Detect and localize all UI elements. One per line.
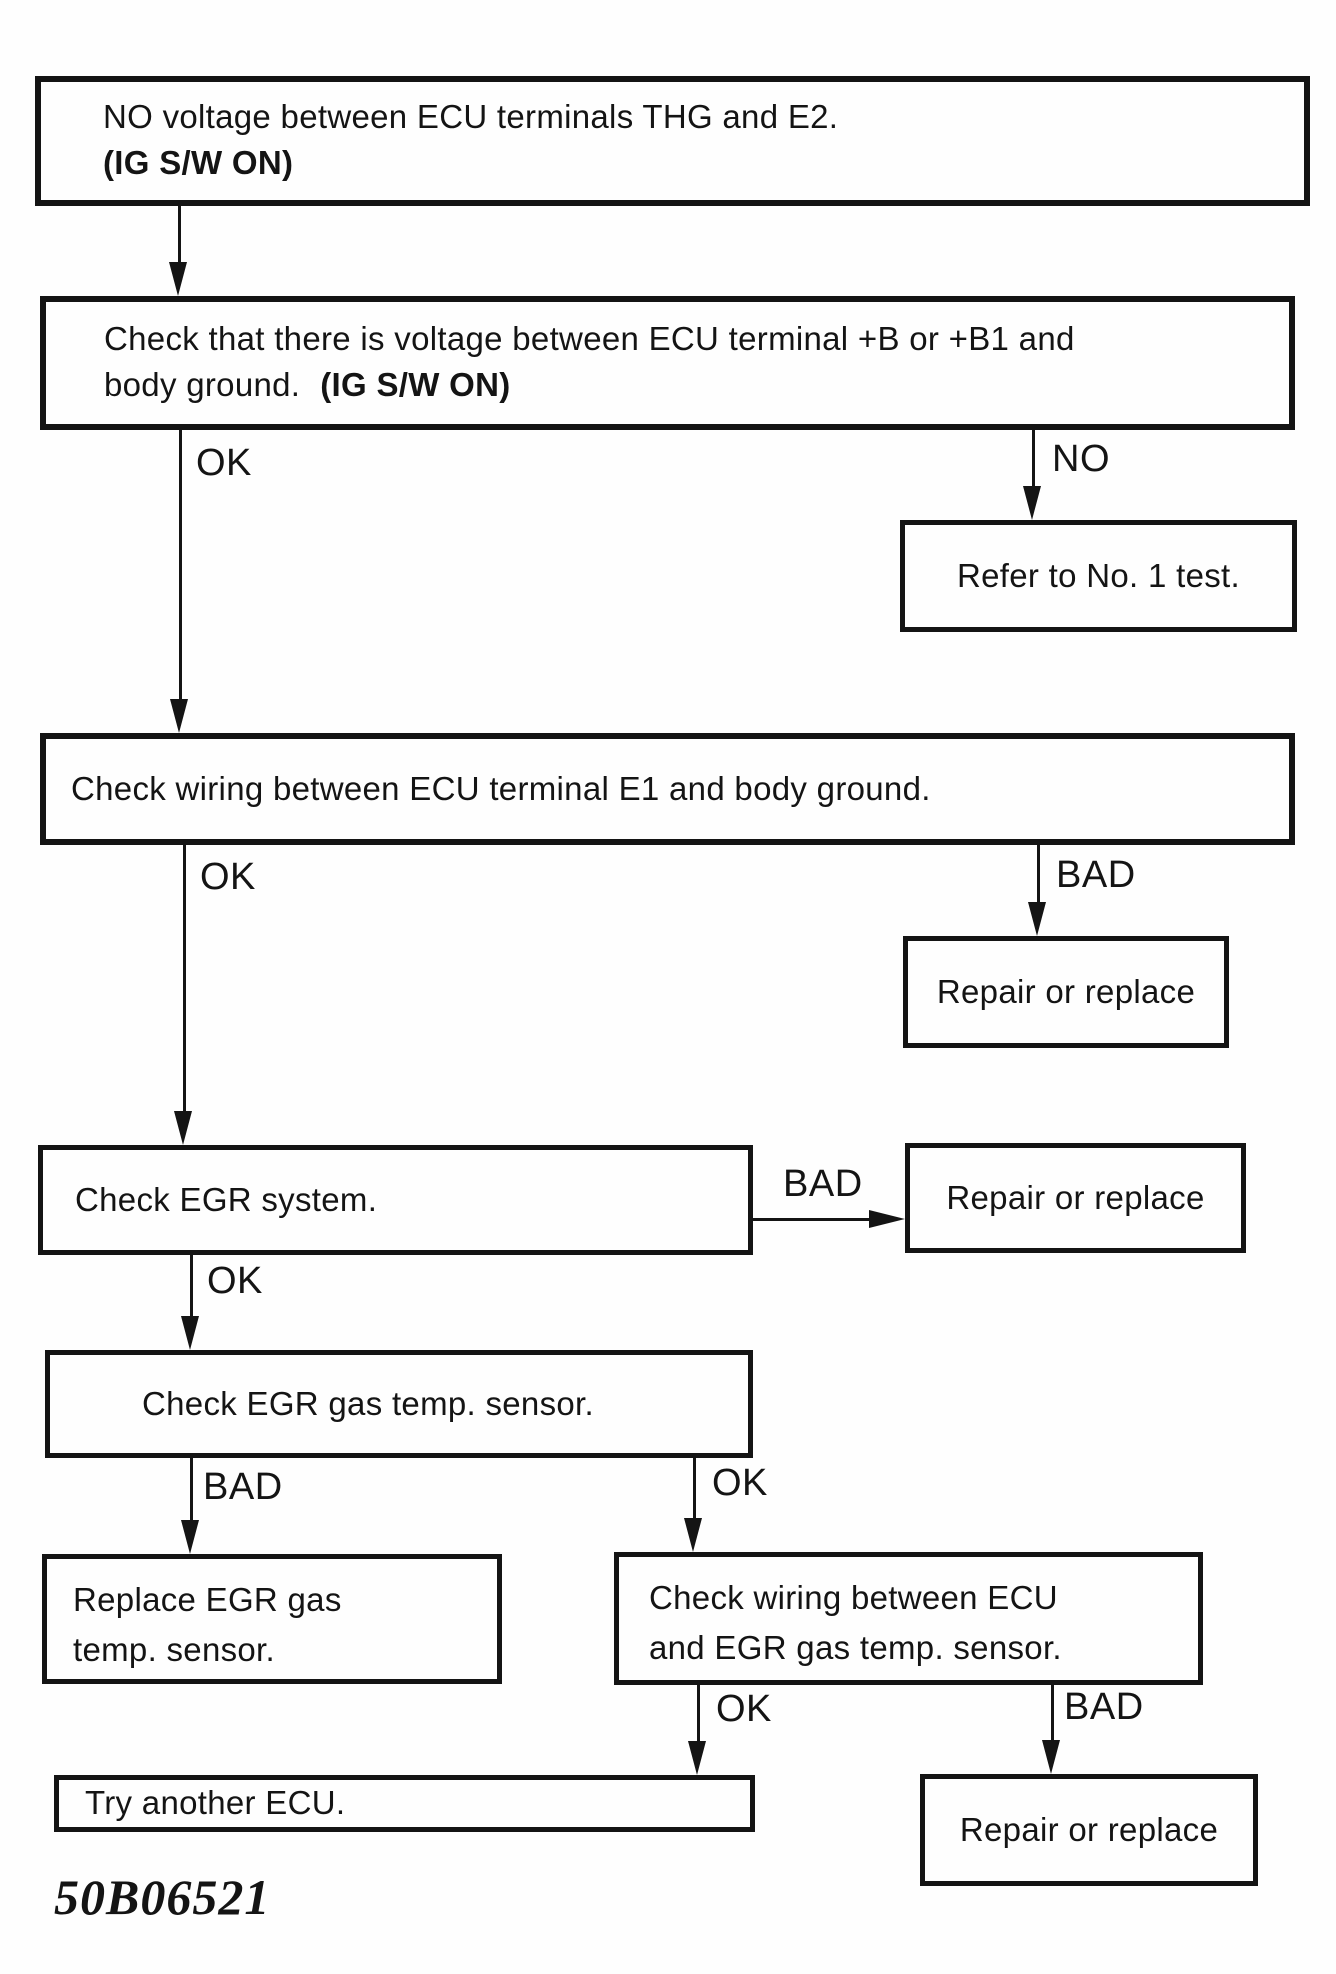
connector-egr-ok-arrowhead-icon: [181, 1316, 199, 1350]
start-text-line1: NO voltage between ECU terminals THG and…: [103, 98, 839, 135]
flow-node-start: NO voltage between ECU terminals THG and…: [35, 76, 1310, 206]
connector-start-line: [178, 204, 181, 266]
edge-label-power-ok: OK: [196, 442, 252, 484]
flow-node-refer-test: Refer to No. 1 test.: [900, 520, 1297, 632]
edge-label-e1-bad: BAD: [1056, 854, 1136, 896]
flow-node-check-wiring-sensor: Check wiring between ECU and EGR gas tem…: [614, 1552, 1203, 1685]
flow-node-check-egr-sensor: Check EGR gas temp. sensor.: [45, 1350, 753, 1458]
flow-node-check-wiring-e1: Check wiring between ECU terminal E1 and…: [40, 733, 1295, 845]
connector-wiring-bad-line: [1051, 1685, 1054, 1741]
connector-power-ok-arrowhead-icon: [170, 699, 188, 733]
connector-egr-bad-arrowhead-icon: [869, 1210, 905, 1228]
connector-start-arrowhead-icon: [169, 262, 187, 296]
connector-wiring-ok-arrowhead-icon: [688, 1741, 706, 1775]
connector-e1-bad-arrowhead-icon: [1028, 902, 1046, 936]
check-egr-system-text: Check EGR system.: [75, 1180, 378, 1218]
check-egr-sensor-text: Check EGR gas temp. sensor.: [142, 1384, 594, 1422]
edge-label-wiring-ok: OK: [716, 1688, 772, 1730]
replace-sensor-text-line2: temp. sensor.: [73, 1631, 275, 1669]
check-power-text-line2-normal: body ground.: [104, 366, 301, 404]
flow-node-repair-2: Repair or replace: [905, 1143, 1246, 1253]
check-power-text-line2-bold: (IG S/W ON): [320, 366, 511, 404]
connector-e1-ok-line: [183, 845, 186, 1115]
connector-sensor-bad-line: [190, 1458, 193, 1522]
edge-label-egr-bad: BAD: [783, 1163, 863, 1205]
connector-egr-bad-line: [753, 1218, 875, 1221]
refer-test-text: Refer to No. 1 test.: [957, 556, 1240, 594]
start-text-line2: (IG S/W ON): [103, 144, 294, 182]
connector-e1-bad-line: [1037, 845, 1040, 905]
flow-node-repair-3: Repair or replace: [920, 1774, 1258, 1886]
connector-sensor-bad-arrowhead-icon: [181, 1520, 199, 1554]
replace-sensor-text-line1: Replace EGR gas: [73, 1581, 342, 1618]
edge-label-wiring-bad: BAD: [1064, 1686, 1144, 1728]
edge-label-power-no: NO: [1052, 438, 1110, 480]
connector-wiring-ok-line: [697, 1685, 700, 1743]
check-wiring-sensor-text-line1: Check wiring between ECU: [649, 1579, 1058, 1616]
connector-e1-ok-arrowhead-icon: [174, 1111, 192, 1145]
check-wiring-e1-text: Check wiring between ECU terminal E1 and…: [71, 769, 931, 807]
edge-label-sensor-ok: OK: [712, 1462, 768, 1504]
flow-node-repair-1: Repair or replace: [903, 936, 1229, 1048]
edge-label-egr-ok: OK: [207, 1260, 263, 1302]
repair-2-text: Repair or replace: [946, 1178, 1205, 1216]
check-wiring-sensor-text-line2: and EGR gas temp. sensor.: [649, 1629, 1062, 1667]
flow-node-check-power: Check that there is voltage between ECU …: [40, 296, 1295, 430]
connector-power-ok-line: [179, 430, 182, 702]
edge-label-sensor-bad: BAD: [203, 1466, 283, 1508]
connector-power-no-arrowhead-icon: [1023, 486, 1041, 520]
repair-1-text: Repair or replace: [936, 972, 1196, 1010]
try-ecu-text: Try another ECU.: [85, 1784, 346, 1822]
flow-node-replace-sensor: Replace EGR gas temp. sensor.: [42, 1554, 502, 1684]
repair-3-text: Repair or replace: [959, 1810, 1219, 1848]
flow-node-try-ecu: Try another ECU.: [54, 1775, 755, 1832]
connector-sensor-ok-arrowhead-icon: [684, 1518, 702, 1552]
connector-egr-ok-line: [190, 1255, 193, 1319]
connector-power-no-line: [1032, 430, 1035, 488]
flow-node-check-egr-system: Check EGR system.: [38, 1145, 753, 1255]
check-power-text-line1: Check that there is voltage between ECU …: [104, 320, 1075, 357]
connector-sensor-ok-line: [693, 1458, 696, 1520]
check-power-text-line2: body ground. (IG S/W ON): [104, 362, 1289, 408]
edge-label-e1-ok: OK: [200, 856, 256, 898]
figure-code-caption: 50B06521: [54, 1869, 271, 1925]
connector-wiring-bad-arrowhead-icon: [1042, 1740, 1060, 1774]
